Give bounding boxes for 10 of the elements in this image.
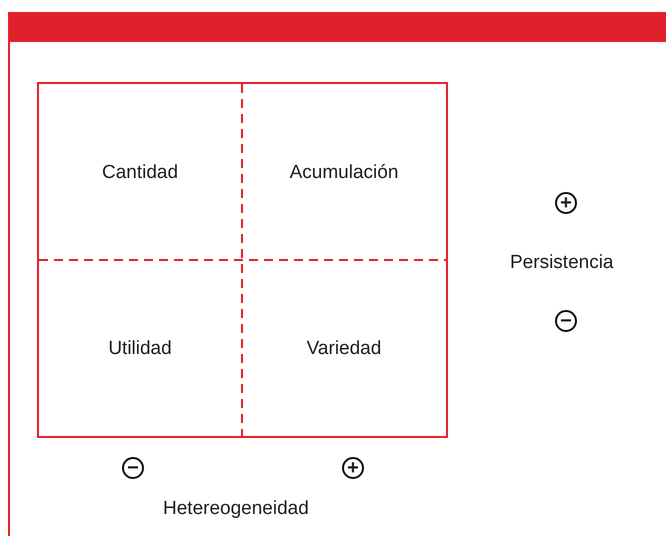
sign-symbol: − (122, 457, 144, 479)
axis-label: Hetereogeneidad (163, 498, 309, 520)
quadrant-label: Variedad (306, 338, 382, 360)
axis-label: Persistencia (510, 252, 614, 274)
sign-symbol: + (555, 192, 577, 214)
sign-symbol: − (555, 310, 577, 332)
sign-symbol: + (342, 457, 364, 479)
quadrant-label: Acumulación (290, 162, 398, 184)
quadrant-label: Cantidad (102, 162, 178, 184)
quadrant-label: Utilidad (108, 338, 172, 360)
